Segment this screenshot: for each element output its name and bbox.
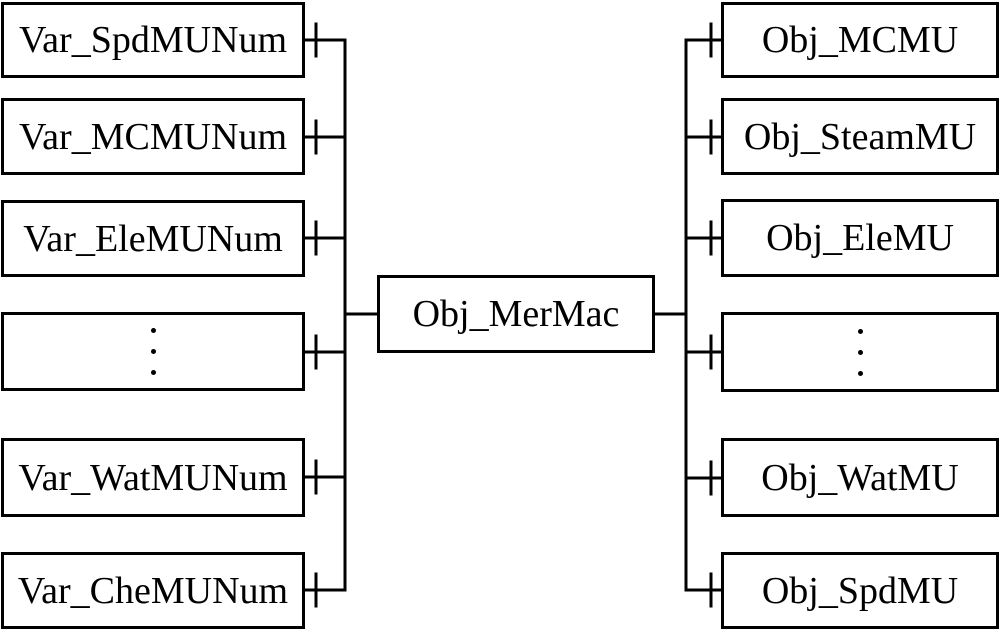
node-right-ellipsis bbox=[721, 312, 999, 392]
node-label: Var_EleMUNum bbox=[23, 217, 283, 260]
node-label: Var_CheMUNum bbox=[17, 569, 289, 612]
node-left-ellipsis bbox=[1, 312, 305, 391]
vertical-ellipsis-icon bbox=[857, 328, 863, 376]
node-label: Var_MCMUNum bbox=[18, 115, 288, 158]
node-obj-mermac: Obj_MerMac bbox=[377, 275, 655, 353]
node-label: Obj_SpdMU bbox=[761, 569, 959, 612]
node-label: Obj_WatMU bbox=[761, 456, 959, 499]
node-var-elemunum: Var_EleMUNum bbox=[1, 200, 305, 277]
node-var-watmunum: Var_WatMUNum bbox=[1, 438, 305, 517]
node-obj-steammu: Obj_SteamMU bbox=[721, 98, 999, 175]
node-label: Var_SpdMUNum bbox=[18, 19, 288, 61]
node-var-mcmunum: Var_MCMUNum bbox=[1, 98, 305, 175]
node-label: Obj_SteamMU bbox=[743, 115, 977, 158]
node-obj-watmu: Obj_WatMU bbox=[721, 438, 999, 517]
node-label: Obj_EleMU bbox=[766, 217, 954, 259]
vertical-ellipsis-icon bbox=[150, 328, 156, 375]
node-obj-mcmu: Obj_MCMU bbox=[721, 2, 999, 78]
node-obj-spdmu: Obj_SpdMU bbox=[721, 552, 999, 629]
node-label: Obj_MCMU bbox=[761, 19, 959, 61]
node-label: Var_WatMUNum bbox=[18, 456, 288, 499]
node-var-spdmunum: Var_SpdMUNum bbox=[1, 2, 305, 78]
node-var-chemunum: Var_CheMUNum bbox=[1, 552, 305, 629]
node-obj-elemu: Obj_EleMU bbox=[721, 199, 999, 277]
node-label: Obj_MerMac bbox=[412, 293, 620, 335]
